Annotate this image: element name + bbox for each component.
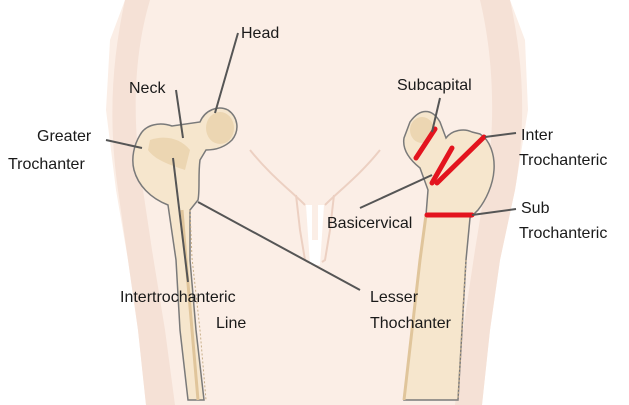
label-basicervical: Basicervical xyxy=(327,215,412,232)
label-inter-trochanteric-line2: Trochanteric xyxy=(519,152,607,169)
label-greater-trochanter-line2: Trochanter xyxy=(8,156,85,173)
label-sub-trochanteric-line1: Sub xyxy=(521,200,550,217)
label-subcapital: Subcapital xyxy=(397,77,472,94)
label-neck: Neck xyxy=(129,80,166,97)
label-greater-trochanter-line1: Greater xyxy=(37,128,92,145)
label-intertrochanteric-line2: Line xyxy=(216,315,246,332)
label-sub-trochanteric-line2: Trochanteric xyxy=(519,225,607,242)
label-inter-trochanteric-line1: Inter xyxy=(521,127,554,144)
label-lesser-trochanter-line2: Thochanter xyxy=(370,315,452,332)
label-intertrochanteric-line1: Intertrochanteric xyxy=(120,289,236,306)
label-head: Head xyxy=(241,25,279,42)
label-lesser-trochanter-line1: Lesser xyxy=(370,289,419,306)
